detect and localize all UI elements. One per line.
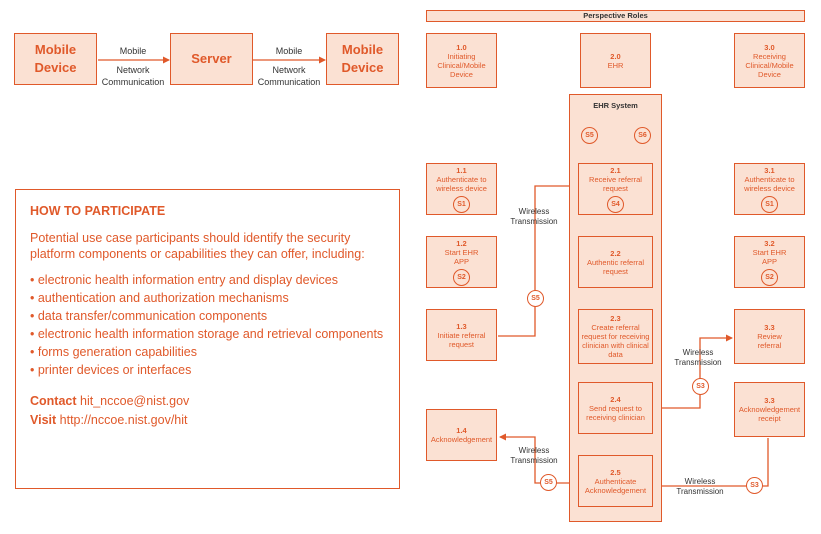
contact-line: Contact hit_nccoe@nist.gov: [30, 392, 385, 411]
ehr-s6-badge: S6: [634, 127, 651, 144]
ehr-system-title: EHR System: [593, 101, 638, 110]
wireless-label-2: Wireless Transmission: [674, 348, 722, 367]
mobile-device-right-label: Mobile Device: [341, 42, 384, 75]
step-2-3-box: 2.3 Create referral request for receivin…: [578, 309, 653, 364]
step-2-1-text: Receive referral request: [589, 174, 642, 193]
step-1-2-box: 1.2 Start EHR APP S2: [426, 236, 497, 288]
wireless-label-4: Wireless Transmission: [676, 477, 724, 496]
contact-email[interactable]: hit_nccoe@nist.gov: [80, 394, 190, 408]
arrow1-bottom-label: Network Communication: [101, 65, 165, 87]
list-item: • electronic health information storage …: [30, 327, 384, 341]
arrow2-top-label: Mobile: [275, 46, 303, 56]
ehr-s5-badge: S5: [581, 127, 598, 144]
mobile-device-left-box: Mobile Device: [14, 33, 97, 85]
step-1-1-text: Authenticate to wireless device: [436, 174, 487, 193]
list-item: • data transfer/communication components: [30, 309, 268, 323]
step-1-3-box: 1.3 Initiate referral request: [426, 309, 497, 361]
list-item: • forms generation capabilities: [30, 345, 197, 359]
list-item: • authentication and authorization mecha…: [30, 291, 289, 305]
arrow-ack-to-authenticate: [654, 438, 769, 490]
step-3-3-review-number: 3.3: [764, 323, 775, 332]
visit-line: Visit http://nccoe.nist.gov/hit: [30, 411, 385, 430]
step-2-4-box: 2.4 Send request to receiving clinician: [578, 382, 653, 434]
server-label: Server: [191, 51, 232, 66]
step-3-3-review-text: Review referral: [757, 332, 782, 350]
participate-list: • electronic health information entry an…: [30, 272, 385, 378]
step-1-2-badge: S2: [453, 268, 470, 286]
step-1-2-number: 1.2: [456, 238, 467, 248]
step-3-2-number: 3.2: [764, 238, 775, 248]
visit-label: Visit: [30, 413, 57, 427]
step-2-3-text: Create referral request for receiving cl…: [581, 323, 650, 359]
list-item: • electronic health information entry an…: [30, 273, 339, 287]
mobile-device-right-box: Mobile Device: [326, 33, 399, 85]
step-2-2-number: 2.2: [610, 248, 621, 258]
step-2-5-box: 2.5 Authenticate Acknowledgement: [578, 455, 653, 507]
step-3-1-box: 3.1 Authenticate to wireless device S1: [734, 163, 805, 215]
perspective-roles-header: Perspective Roles: [426, 10, 805, 22]
step-2-3-number: 2.3: [610, 314, 621, 323]
step-3-1-number: 3.1: [764, 165, 775, 175]
step-1-3-text: Initiate referral request: [437, 330, 486, 349]
step-2-4-number: 2.4: [610, 394, 621, 404]
arrow1-top-label: Mobile: [119, 46, 147, 56]
step-1-1-number: 1.1: [456, 165, 467, 175]
contact-label: Contact: [30, 394, 77, 408]
step-1-4-text: Acknowledgement: [430, 435, 493, 444]
step-3-3-ack-text: Acknowledgement receipt: [738, 405, 801, 423]
role-2-text: EHR: [607, 60, 624, 70]
step-1-4-box: 1.4 Acknowledgement: [426, 409, 497, 461]
step-2-1-box: 2.1 Receive referral request S4: [578, 163, 653, 215]
step-3-1-badge: S1: [761, 195, 778, 213]
step-3-3-review-box: 3.3 Review referral: [734, 309, 805, 364]
role-3-text: Receiving Clinical/Mobile Device: [745, 51, 794, 79]
server-box: Server: [170, 33, 253, 85]
connector-badge-s5-lower: S5: [540, 474, 557, 491]
visit-url[interactable]: http://nccoe.nist.gov/hit: [59, 413, 188, 427]
role-2-box: 2.0 EHR: [580, 33, 651, 88]
step-3-2-text: Start EHR APP: [752, 247, 787, 266]
mobile-device-left-label: Mobile Device: [34, 42, 77, 75]
connector-badge-s5-upper: S5: [527, 290, 544, 307]
step-1-2-text: Start EHR APP: [444, 247, 479, 266]
step-3-1-text: Authenticate to wireless device: [744, 174, 795, 193]
step-2-5-text: Authenticate Acknowledgement: [584, 476, 647, 495]
step-2-1-number: 2.1: [610, 165, 621, 175]
step-2-5-number: 2.5: [610, 467, 621, 477]
step-3-3-ack-number: 3.3: [764, 396, 775, 405]
step-3-2-box: 3.2 Start EHR APP S2: [734, 236, 805, 288]
wireless-label-3: Wireless Transmission: [510, 446, 558, 465]
role-3-box: 3.0 Receiving Clinical/Mobile Device: [734, 33, 805, 88]
step-2-1-badge: S4: [607, 195, 624, 213]
role-2-number: 2.0: [610, 51, 621, 61]
step-2-4-text: Send request to receiving clinician: [586, 403, 645, 422]
list-item: • printer devices or interfaces: [30, 363, 192, 377]
role-1-number: 1.0: [456, 42, 467, 52]
participate-intro: Potential use case participants should i…: [30, 231, 365, 261]
connector-badge-s3-lower: S3: [746, 477, 763, 494]
role-1-text: Initiating Clinical/Mobile Device: [437, 51, 486, 79]
wireless-label-1: Wireless Transmission: [510, 207, 558, 226]
role-1-box: 1.0 Initiating Clinical/Mobile Device: [426, 33, 497, 88]
step-3-3-ack-box: 3.3 Acknowledgement receipt: [734, 382, 805, 437]
step-1-4-number: 1.4: [456, 426, 467, 435]
step-3-2-badge: S2: [761, 268, 778, 286]
arrow2-bottom-label: Network Communication: [257, 65, 321, 87]
step-1-3-number: 1.3: [456, 321, 467, 331]
step-2-2-box: 2.2 Authentic referral request: [578, 236, 653, 288]
step-1-1-box: 1.1 Authenticate to wireless device S1: [426, 163, 497, 215]
step-1-1-badge: S1: [453, 195, 470, 213]
how-to-participate-panel: HOW TO PARTICIPATE Potential use case pa…: [15, 189, 400, 489]
arrow-initiate-to-receive: [498, 182, 577, 337]
connector-badge-s3-upper: S3: [692, 378, 709, 395]
arrow-send-to-review: [653, 334, 733, 409]
participate-title: HOW TO PARTICIPATE: [30, 204, 166, 218]
role-3-number: 3.0: [764, 42, 775, 52]
step-2-2-text: Authentic referral request: [586, 257, 645, 276]
